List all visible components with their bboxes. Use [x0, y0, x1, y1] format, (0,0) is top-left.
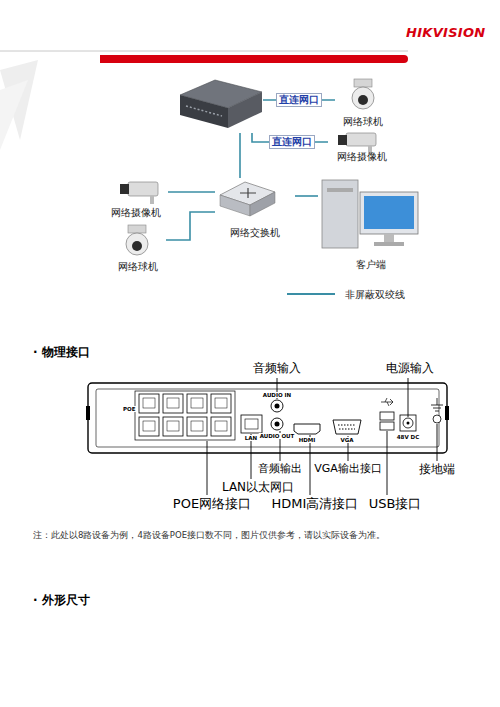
poe-ports	[139, 394, 231, 436]
header-bar	[100, 55, 408, 63]
ground-terminal	[431, 398, 443, 423]
callout-label: USB接口	[369, 497, 422, 512]
rear-panel	[86, 383, 449, 453]
port-marking: HDMI	[298, 437, 317, 443]
device-label: 网络交换机	[230, 227, 280, 240]
device-label: 网络摄像机	[337, 151, 387, 164]
callout-label: 注：此处以8路设备为例，4路设备POE接口数不同，图片仅供参考，请以实际设备为准…	[33, 531, 385, 541]
network-cable	[166, 212, 215, 240]
callout-label: 音频输出	[258, 463, 302, 476]
port-marking: LAN	[244, 435, 258, 441]
device-node	[175, 78, 263, 133]
callout-label: VGA输出接口	[314, 463, 382, 476]
pc-icon	[322, 180, 418, 248]
legend-line-sample	[287, 293, 335, 295]
bullet-camera	[120, 182, 158, 204]
port-marking: 48V DC	[396, 434, 420, 440]
device-node: 客户端	[318, 172, 423, 272]
vga-port	[333, 420, 361, 434]
header-rule	[0, 51, 408, 52]
port-marking: POE	[122, 406, 136, 412]
edge-label: 直连网口	[276, 93, 322, 107]
port-marking: VGA	[339, 437, 354, 443]
callout-label: · 物理接口	[33, 346, 90, 360]
callout-label: 音频输入	[253, 362, 301, 376]
callout-label: POE网络接口	[173, 497, 251, 512]
switch-icon	[220, 182, 275, 216]
power-socket	[400, 415, 416, 431]
network-cable	[295, 195, 318, 197]
audio-jacks	[271, 400, 283, 430]
device-node: 网络球机	[335, 76, 391, 129]
device-label: 网络球机	[343, 116, 383, 129]
callout-label: · 外形尺寸	[33, 594, 90, 608]
port-marking: AUDIO OUT	[259, 433, 296, 439]
callout-label: HDMI高清接口	[272, 497, 359, 512]
device-node: 网络球机	[110, 222, 166, 274]
edge-label: 直连网口	[269, 135, 315, 149]
usb-ports	[380, 398, 394, 430]
callout-label: 电源输入	[386, 362, 434, 376]
device-node: 网络摄像机	[104, 176, 168, 220]
network-cable	[168, 191, 215, 193]
callout-label: LAN以太网口	[222, 481, 294, 495]
legend-text: 非屏蔽双绞线	[345, 288, 405, 302]
brand-logo: HIKVISION	[406, 26, 486, 41]
decor	[0, 80, 28, 150]
network-cable	[239, 133, 241, 178]
device-label: 网络球机	[118, 261, 158, 274]
device-node: 网络摄像机	[328, 128, 396, 164]
bullet-camera	[338, 133, 376, 154]
nvr-device	[180, 80, 262, 128]
callout-label: 接地端	[419, 463, 455, 477]
device-label: 客户端	[356, 259, 386, 272]
port-marking: AUDIO IN	[262, 392, 292, 398]
lan-port	[241, 415, 262, 433]
device-node: 网络交换机	[215, 178, 295, 240]
dome-camera	[352, 79, 374, 109]
dome-camera	[126, 225, 148, 255]
leader-lines	[207, 378, 437, 495]
device-label: 网络摄像机	[111, 207, 161, 220]
hdmi-port	[294, 424, 320, 434]
